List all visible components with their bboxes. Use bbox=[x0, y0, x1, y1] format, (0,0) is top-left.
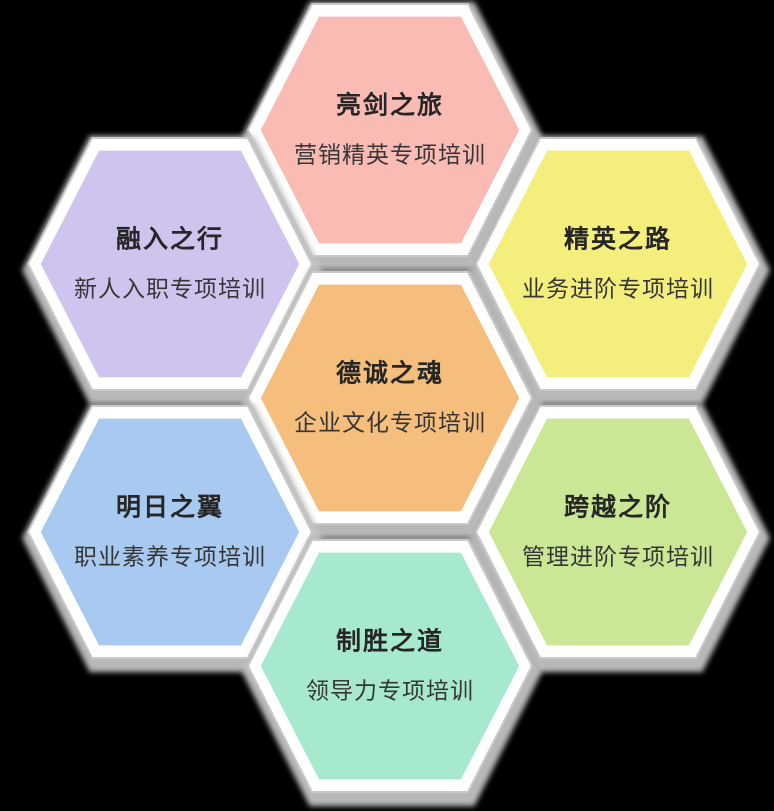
honeycomb-svg bbox=[22, 1, 770, 807]
honeycomb-diagram: 亮剑之旅 营销精英专项培训 融入之行 新人入职专项培训 精英之路 业务进阶专项培… bbox=[22, 1, 770, 807]
